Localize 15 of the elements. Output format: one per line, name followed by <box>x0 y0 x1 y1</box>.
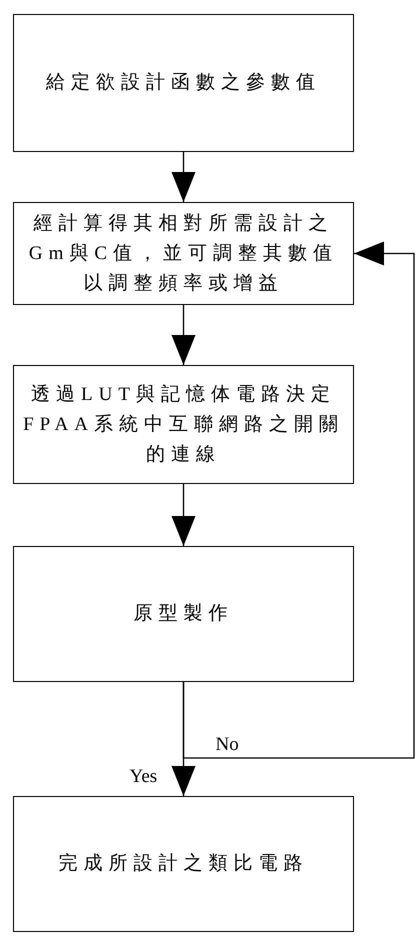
step-text: 透過LUT與記憶体電路決定FPAA系統中互聯網路之開關的連線 <box>22 382 345 466</box>
step-text: 給定欲設計函數之參數值 <box>45 71 322 95</box>
arrow <box>172 484 196 546</box>
arrow <box>182 242 415 759</box>
process-box <box>13 546 354 682</box>
step-text: 完成所設計之類比電路 <box>58 852 310 876</box>
arrow <box>172 682 196 796</box>
step-text: 原型製作 <box>132 602 234 626</box>
step-text: 經計算得其相對所需設計之Gm與C值，並可調整其數值以調整頻率或增益 <box>28 212 340 296</box>
arrow <box>172 305 196 365</box>
arrow <box>172 152 196 202</box>
process-box <box>13 365 354 484</box>
process-box <box>13 14 354 152</box>
process-box <box>13 202 354 305</box>
process-box <box>13 796 354 932</box>
